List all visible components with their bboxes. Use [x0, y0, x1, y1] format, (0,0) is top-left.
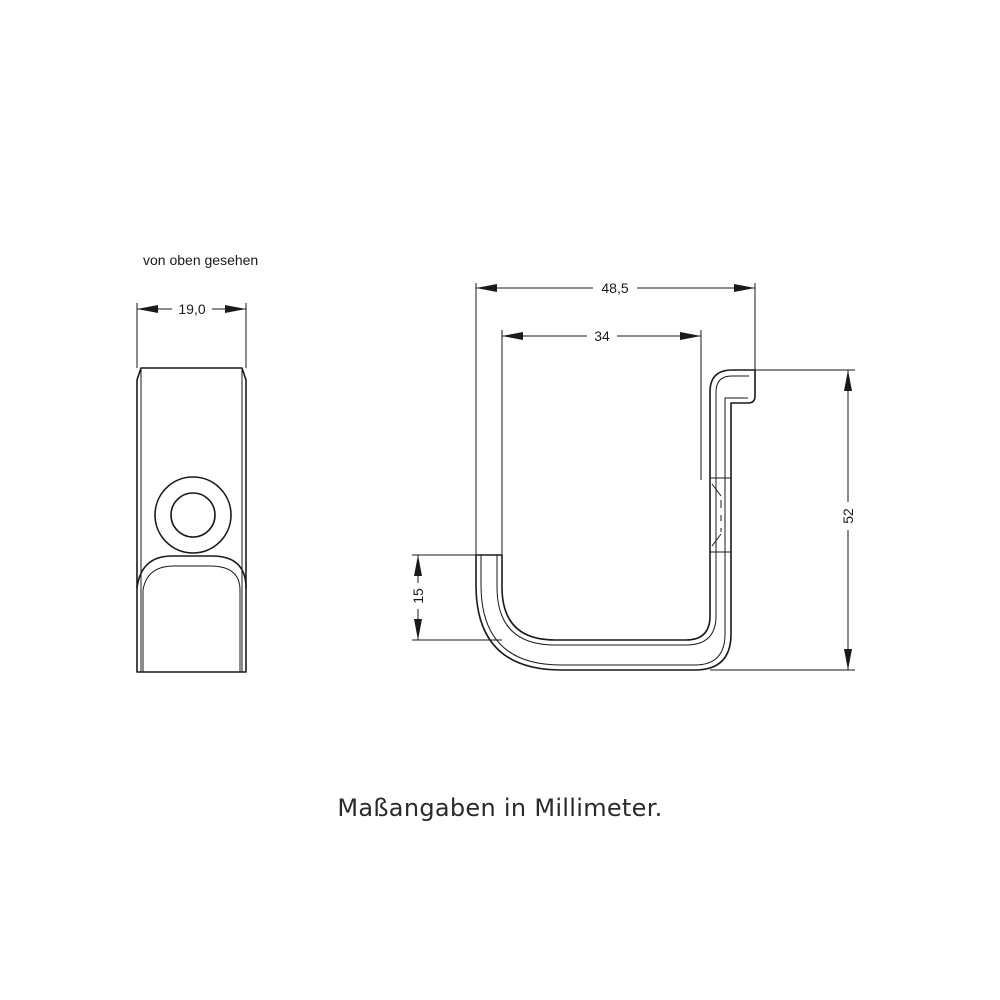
side-view: 48,5 34: [409, 279, 857, 671]
arrowhead-right: [734, 284, 755, 292]
screw-hole-outer: [154, 476, 232, 554]
units-caption: Maßangaben in Millimeter.: [337, 794, 663, 822]
arrowhead-right: [680, 332, 701, 340]
lip-height-dimension: 15: [409, 554, 502, 641]
hook-outer-contour: [475, 369, 756, 671]
arrowhead-bottom: [844, 649, 852, 670]
arrowhead-left: [137, 305, 158, 313]
inner-width-label: 34: [594, 328, 610, 344]
countersink-hidden-lines: [710, 477, 731, 553]
top-view-width-dimension: 19,0: [136, 300, 247, 368]
arrowhead-left: [476, 284, 497, 292]
top-view-width-label: 19,0: [178, 301, 205, 317]
hook-top-outline: [136, 367, 247, 673]
arrowhead-top: [414, 555, 422, 576]
dimension-label-background: [409, 583, 427, 609]
lip-height-label: 15: [410, 588, 426, 604]
top-view-body: [136, 367, 247, 673]
hook-outer-inner-line: [480, 397, 748, 666]
height-dimension: 52: [755, 369, 857, 670]
hook-inner-inner-line: [496, 375, 749, 646]
top-view: von oben gesehen 19,0: [136, 252, 258, 673]
screw-hole-inner: [170, 492, 216, 538]
arrowhead-top: [844, 370, 852, 391]
inner-width-dimension: 34: [501, 327, 702, 555]
dimension-label-background: [593, 279, 637, 297]
countersink-taper-bottom: [711, 533, 722, 547]
outer-width-label: 48,5: [601, 280, 628, 296]
hook-tip-bend-inner: [142, 565, 241, 672]
height-label: 52: [840, 508, 856, 524]
arrowhead-right: [225, 305, 246, 313]
hook-tip-bend-outer: [136, 555, 247, 589]
arrowhead-left: [502, 332, 523, 340]
dimension-label-background: [587, 327, 617, 345]
countersink-taper-top: [711, 483, 722, 497]
dimension-label-background: [839, 502, 857, 530]
top-view-label: von oben gesehen: [143, 252, 258, 268]
arrowhead-bottom: [414, 619, 422, 640]
hook-side-profile: [475, 369, 855, 671]
outer-width-dimension: 48,5: [475, 279, 756, 555]
dimension-label-background: [172, 300, 212, 318]
